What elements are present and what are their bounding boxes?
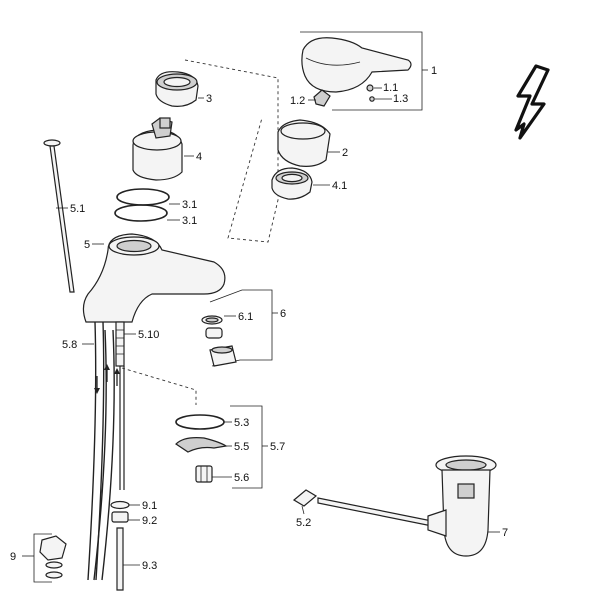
group-bracket-1: [300, 31, 423, 111]
aerator-insert: [205, 327, 223, 339]
label-part-3-1-upper: 3.1: [182, 199, 197, 211]
label-part-6: 6: [280, 308, 286, 320]
label-part-1-2: 1.2: [290, 95, 305, 107]
flow-arrow-up-1: [104, 364, 110, 382]
label-part-1-1: 1.1: [383, 82, 398, 94]
label-part-3: 3: [206, 93, 212, 105]
label-part-5: 5: [84, 239, 90, 251]
hose-left: [87, 321, 105, 581]
o-ring-5-3: [175, 414, 225, 430]
label-part-9-2: 9.2: [142, 515, 157, 527]
washer-9-a: [45, 561, 63, 569]
screw-1-3: [369, 96, 375, 102]
o-ring-3-1-lower: [114, 204, 168, 222]
pop-up-rod: [43, 139, 75, 293]
ring-nut-4-1: [271, 167, 313, 200]
hose-right: [93, 329, 115, 581]
label-part-1: 1: [431, 65, 437, 77]
o-ring-3-1-upper: [116, 188, 170, 206]
label-part-6-1: 6.1: [238, 311, 253, 323]
label-part-4: 4: [196, 151, 202, 163]
clip-5-5: [175, 437, 228, 453]
cover-ring: [277, 119, 331, 167]
aerator-ring: [201, 315, 223, 325]
label-part-9-1: 9.1: [142, 500, 157, 512]
washer-9-2: [111, 511, 129, 523]
stud-9-3: [116, 527, 124, 591]
label-part-1-3: 1.3: [393, 93, 408, 105]
nut-5-6: [195, 465, 213, 483]
flow-arrow-up-2: [114, 368, 120, 386]
mixer-body: [82, 233, 226, 323]
nut-9: [39, 535, 67, 561]
cartridge: [132, 117, 183, 181]
label-part-5-10: 5.10: [138, 329, 159, 341]
group-line-hoses: [121, 367, 197, 405]
threaded-stud: [115, 321, 125, 490]
aerator-housing: [209, 345, 237, 367]
pop-up-waste: [427, 455, 497, 557]
label-part-7: 7: [502, 527, 508, 539]
label-part-5-3: 5.3: [234, 417, 249, 429]
screw-1-1: [366, 84, 374, 92]
label-part-5-2: 5.2: [296, 517, 311, 529]
label-part-2: 2: [342, 147, 348, 159]
label-part-5-1: 5.1: [70, 203, 85, 215]
label-part-9-3: 9.3: [142, 560, 157, 572]
label-part-5-6: 5.6: [234, 472, 249, 484]
label-part-3-1-lower: 3.1: [182, 215, 197, 227]
cap-1-2: [313, 89, 331, 107]
connector-5-2: [292, 489, 318, 507]
group-bracket-9: [33, 533, 52, 583]
cartridge-nut: [155, 71, 199, 107]
label-part-5-5: 5.5: [234, 441, 249, 453]
lightning-bolt-icon: [514, 64, 550, 140]
group-bracket-5-7: [230, 405, 263, 489]
label-part-4-1: 4.1: [332, 180, 347, 192]
label-part-5-8: 5.8: [62, 339, 77, 351]
label-part-5-7: 5.7: [270, 441, 285, 453]
lever-handle: [301, 37, 412, 93]
washer-9-b: [45, 571, 63, 579]
washer-9-1: [110, 500, 130, 510]
flow-arrow-down: [94, 376, 100, 394]
label-part-9: 9: [10, 551, 16, 563]
leader-lines: [22, 69, 500, 566]
linkage-rod: [317, 497, 433, 527]
group-line-cartridge: [184, 59, 279, 243]
